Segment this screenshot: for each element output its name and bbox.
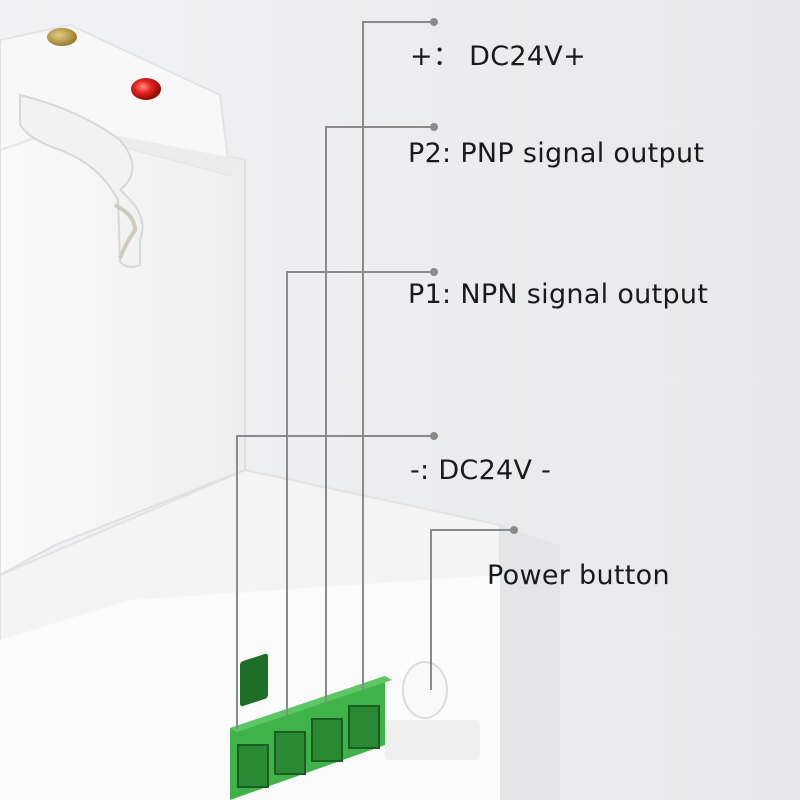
label-dc-minus: -: DC24V - (410, 455, 552, 486)
terminal-block (230, 653, 392, 800)
label-p1-npn: P1: NPN signal output (408, 279, 709, 310)
indicator-led (131, 78, 161, 100)
label-p2-pnp: P2: PNP signal output (408, 138, 705, 169)
terminal-slots (237, 705, 380, 788)
sensor-probe (19, 93, 144, 268)
brass-screw (47, 28, 77, 46)
power-button-knob (402, 661, 448, 719)
leader-lines (236, 21, 512, 729)
leader-dots (430, 18, 518, 534)
label-power-button: Power button (487, 560, 670, 591)
label-dc-plus: +： DC24V+ (410, 41, 586, 72)
